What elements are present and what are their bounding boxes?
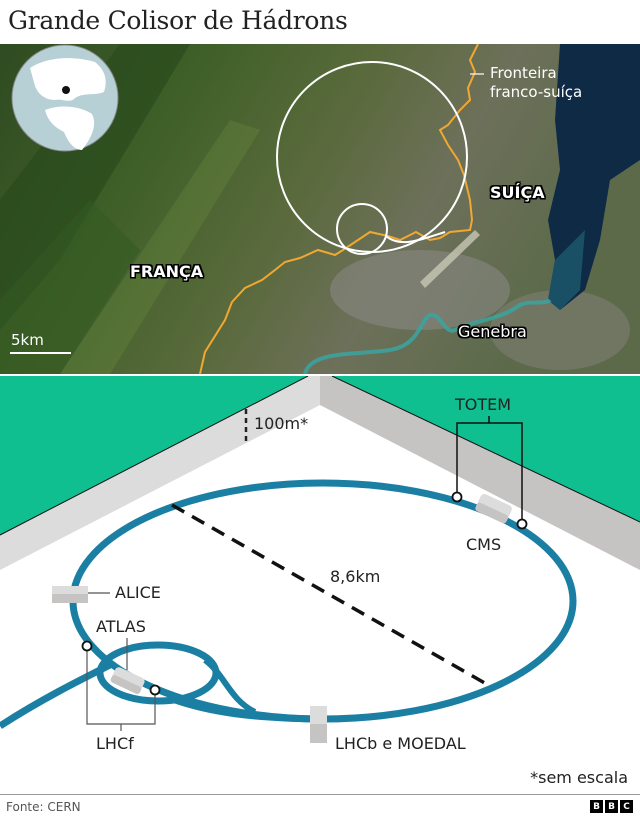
border-line [199,44,479,374]
scale-label: 5km [11,331,44,349]
totem-label: TOTEM [455,395,512,414]
border-label: Fronteira franco-suíça [490,64,582,102]
sps-ring-outline [336,203,388,255]
border-label-line1: Fronteira [490,64,557,82]
lhcb-moedal-label: LHCb e MOEDAL [335,734,466,753]
geneva-label: Genebra [458,322,527,341]
page-title: Grande Colisor de Hádrons [8,6,348,35]
atlas-label: ATLAS [96,617,146,636]
alice-label: ALICE [115,583,161,602]
bbc-logo-letter: B [590,800,603,813]
border-label-line2: franco-suíça [490,83,583,101]
atlas-detector-icon [110,667,145,694]
cms-detector-icon [475,493,512,524]
section-divider [0,374,640,376]
depth-label: 100m* [254,414,309,433]
diameter-line [171,503,491,688]
scale-note: *sem escala [530,768,628,787]
switzerland-label: SUÍÇA [490,183,545,202]
satellite-map [0,44,640,374]
lhcf-label: LHCf [96,734,134,753]
footer-divider [0,794,640,795]
cms-label: CMS [466,535,502,554]
france-label: FRANÇA [130,262,204,281]
bbc-logo: B B C [590,800,633,813]
bbc-logo-letter: B [605,800,618,813]
lhc-diagram [0,376,640,776]
bbc-logo-letter: C [620,800,633,813]
source-text: Fonte: CERN [6,800,81,814]
diameter-label: 8,6km [330,567,381,586]
globe-locator-icon [11,44,119,152]
